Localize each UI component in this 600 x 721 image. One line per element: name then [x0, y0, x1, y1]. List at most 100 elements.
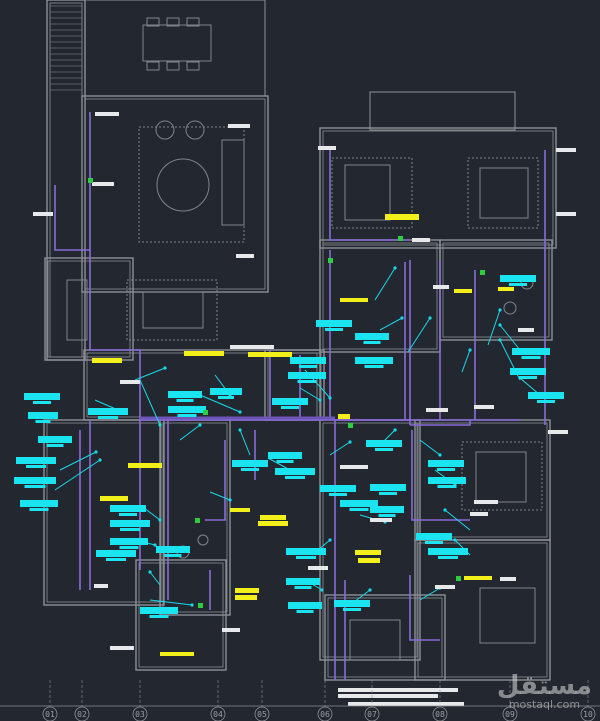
circuit-tag-sub — [164, 554, 182, 557]
axis-bubble — [364, 706, 380, 721]
circuit-tag — [232, 460, 268, 467]
text-label — [338, 694, 438, 698]
circuit-tag — [355, 333, 389, 340]
circuit-tag — [268, 452, 302, 459]
circuit-tag-sub — [375, 448, 393, 451]
circuit-tag-sub — [35, 420, 51, 423]
highlight-mark — [385, 214, 419, 220]
circuit-tag — [316, 320, 352, 327]
text-label — [412, 238, 430, 242]
leader-endpoint — [238, 428, 242, 432]
text-label — [435, 585, 455, 589]
circuit-tag — [210, 388, 242, 395]
circuit-tag — [110, 520, 150, 527]
switch-marker — [348, 423, 353, 428]
highlight-mark — [160, 652, 194, 656]
circuit-tag-sub — [119, 546, 139, 549]
wall-inner — [47, 260, 131, 358]
bed — [479, 587, 536, 644]
leader-line — [329, 441, 351, 456]
leader-line — [149, 599, 193, 606]
leader-line — [59, 451, 97, 471]
axis-bubble — [210, 706, 226, 721]
text-label — [228, 124, 250, 128]
circuit-tag-sub — [276, 460, 294, 463]
dining-chair — [166, 61, 180, 71]
leader-line — [149, 571, 161, 586]
text-label — [548, 430, 568, 434]
leader-line — [379, 317, 403, 331]
axis-bubble — [254, 706, 270, 721]
highlight-mark — [230, 508, 250, 512]
circuit-tag — [28, 412, 58, 419]
circuit-tag-sub — [437, 485, 457, 488]
sofa — [221, 139, 245, 226]
text-label — [110, 646, 134, 650]
circuit-tag-sub — [297, 380, 317, 383]
circuit-tag-sub — [349, 508, 369, 511]
wall-inner — [46, 422, 162, 603]
balcony-outline — [369, 91, 516, 131]
leader-endpoint — [153, 543, 157, 547]
leader-endpoint — [438, 453, 442, 457]
circuit-tag — [340, 500, 378, 507]
leader-line — [139, 379, 161, 426]
conduit-run — [410, 420, 471, 426]
highlight-mark — [340, 298, 368, 302]
wall — [44, 257, 134, 361]
leader-endpoint — [328, 396, 332, 400]
leader-line — [419, 587, 441, 601]
furniture-layer — [66, 17, 543, 661]
circuit-tag-sub — [176, 399, 194, 402]
text-label — [318, 146, 336, 150]
axis-label: 02 — [77, 710, 87, 719]
circuit-tag — [500, 275, 536, 282]
wall — [324, 594, 446, 681]
bed — [349, 619, 401, 661]
circuit-tag — [110, 538, 148, 545]
annotation-tags-layer — [14, 112, 576, 706]
round-coffee-table — [156, 158, 210, 212]
circuit-tag-sub — [26, 465, 46, 468]
circuit-tag — [16, 457, 56, 464]
circuit-tag-sub — [46, 444, 64, 447]
wall-inner — [322, 242, 438, 350]
bed — [479, 167, 529, 219]
highlight-mark — [235, 588, 259, 593]
dining-chair — [166, 17, 180, 27]
highlight-mark — [248, 352, 292, 357]
text-label — [348, 702, 464, 706]
circuit-tag — [512, 348, 550, 355]
switch-marker — [203, 410, 208, 415]
leader-line — [444, 509, 471, 531]
circuit-tag — [290, 357, 326, 364]
highlight-mark — [464, 576, 492, 580]
circuit-tag — [528, 392, 564, 399]
highlight-mark — [355, 550, 381, 555]
leader-endpoint — [498, 338, 502, 342]
leader-endpoint — [348, 440, 352, 444]
leader-endpoint — [94, 450, 98, 454]
leader-endpoint — [468, 348, 472, 352]
wall-inner — [84, 98, 266, 290]
circuit-tag-sub — [296, 610, 314, 613]
axis-bubble — [580, 706, 596, 721]
axis-label: 03 — [135, 710, 145, 719]
highlight-mark — [498, 287, 514, 291]
leader-endpoint — [198, 423, 202, 427]
circuit-tag-sub — [329, 493, 347, 496]
wall — [319, 127, 557, 249]
wall-inner — [327, 597, 443, 678]
watermark-latin: mostaql.com — [508, 698, 581, 711]
text-label — [120, 380, 140, 384]
circuit-tag-sub — [281, 406, 299, 409]
circuit-tag-sub — [98, 416, 118, 419]
highlight-mark — [454, 289, 472, 293]
leader-endpoint — [393, 428, 397, 432]
circuit-tag — [168, 406, 206, 413]
circuit-tag — [140, 607, 178, 614]
axis-bubble — [432, 706, 448, 721]
bed — [475, 451, 527, 503]
